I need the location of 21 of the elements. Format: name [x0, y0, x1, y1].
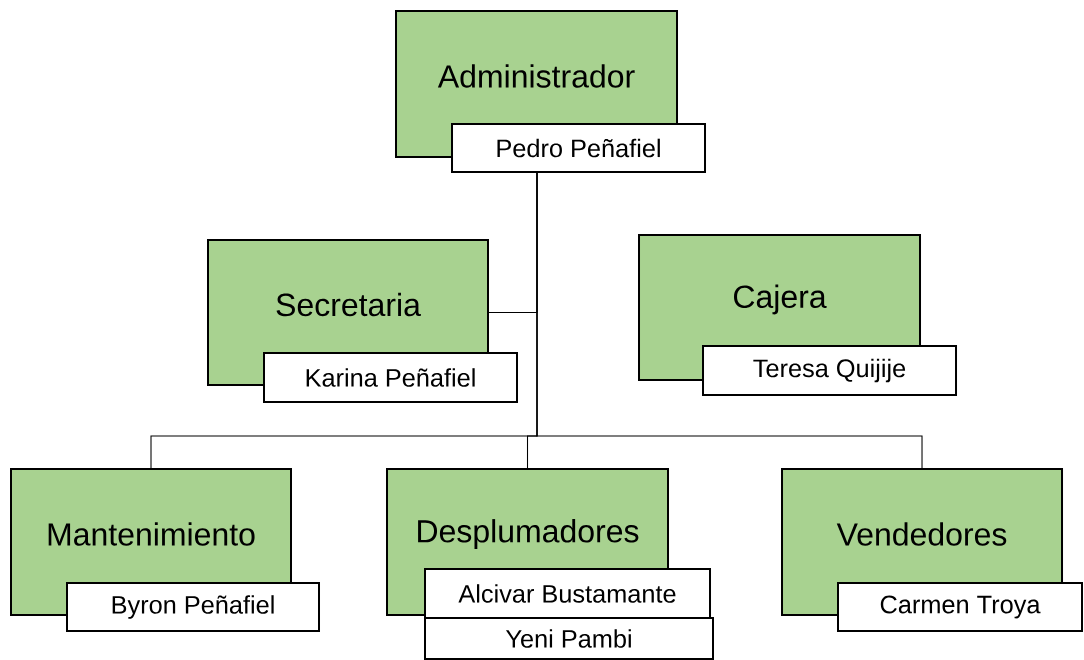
role-title: Secretaria: [276, 292, 421, 317]
name-box: [424, 568, 711, 619]
person-name: Carmen Troya: [880, 595, 1041, 619]
name-box: [66, 582, 320, 632]
person-name: Yeni Pambi: [505, 629, 631, 648]
connector-line: [536, 172, 923, 469]
person-name: Teresa Quijije: [753, 358, 906, 383]
name-box: [451, 123, 706, 173]
role-title: Mantenimiento: [48, 522, 255, 546]
name-box: [424, 617, 714, 660]
person-name: Byron Peñafiel: [112, 595, 274, 619]
person-name: Karina Peñafiel: [306, 368, 475, 387]
role-title: Administrador: [437, 64, 635, 88]
role-title: Cajera: [734, 284, 827, 315]
person-name: Pedro Peñafiel: [497, 138, 660, 158]
name-box: [837, 582, 1083, 632]
name-box: [263, 352, 518, 403]
name-box: [702, 345, 957, 396]
role-title: Vendedores: [836, 522, 1007, 546]
person-name: Alcivar Bustamante: [458, 584, 676, 603]
role-title: Desplumadores: [418, 519, 639, 549]
